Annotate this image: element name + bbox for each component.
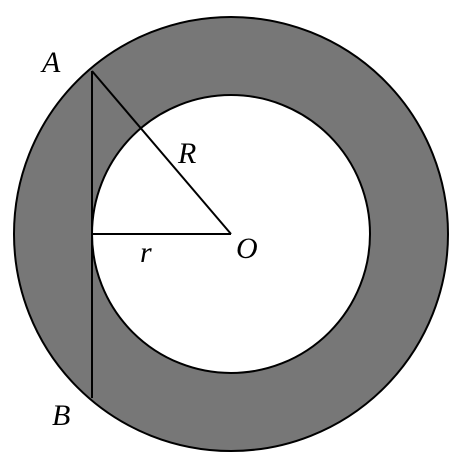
label-outer-radius: R	[177, 137, 196, 170]
label-point-b: B	[52, 399, 70, 432]
outer-radius-segment	[91, 70, 232, 235]
label-inner-radius: r	[140, 236, 152, 269]
label-point-a: A	[40, 46, 61, 79]
label-center-o: O	[236, 232, 258, 265]
